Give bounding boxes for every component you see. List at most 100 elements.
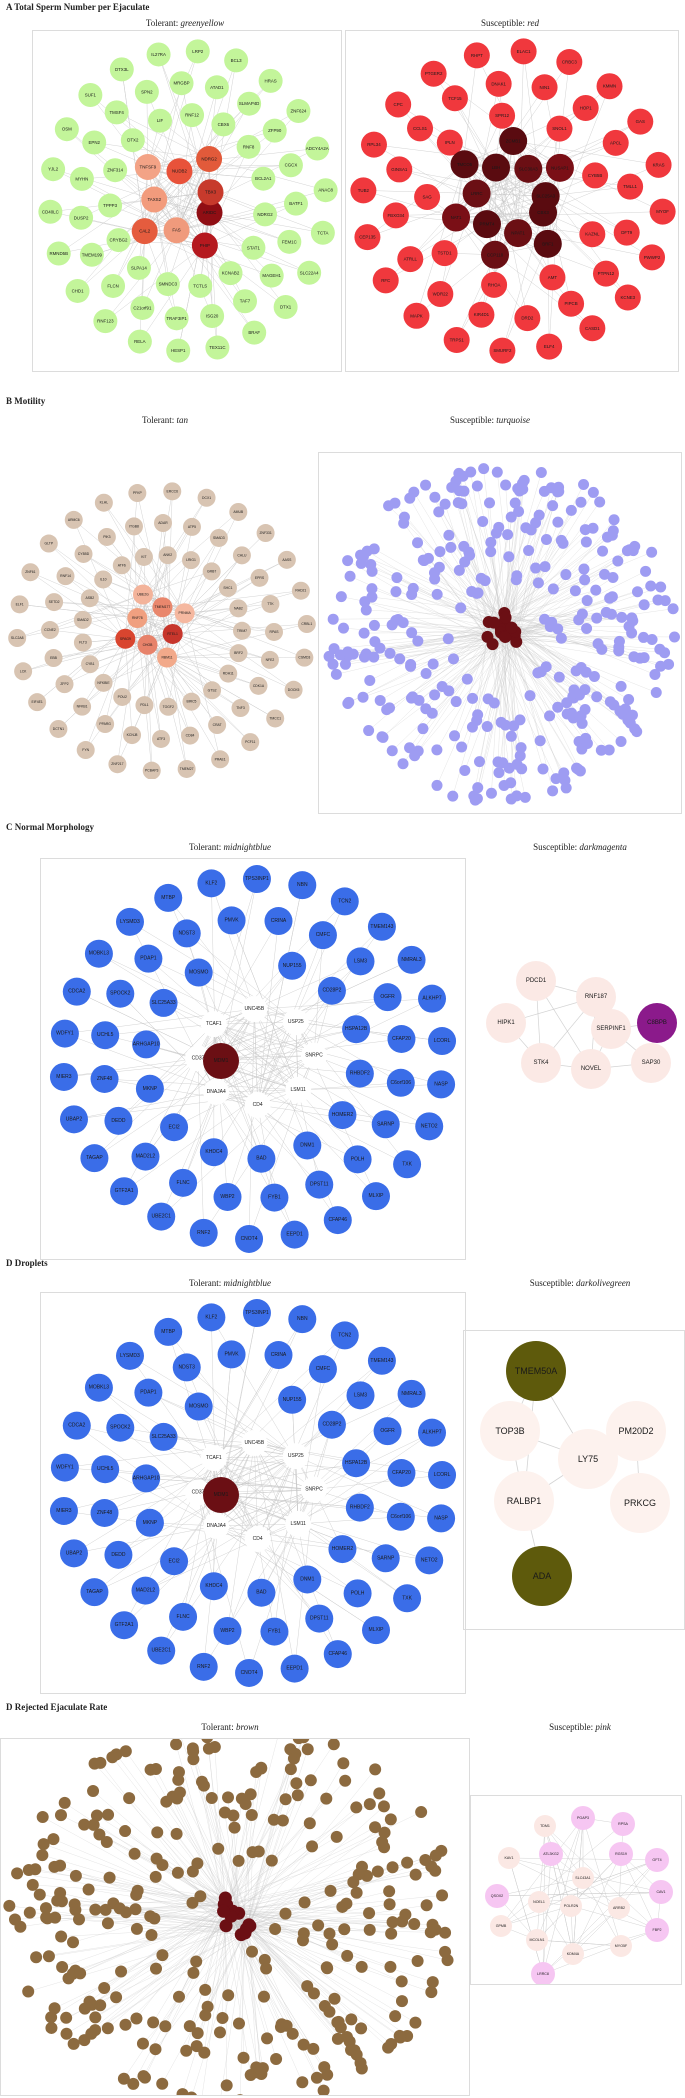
gene-node-circle [156, 2077, 169, 2090]
gene-node-circle [472, 782, 484, 794]
gene-node-circle [456, 741, 468, 753]
gene-node: TAF7 [232, 289, 257, 314]
gene-node: PRAE1 [211, 750, 230, 769]
gene-node [201, 1739, 213, 1744]
gene-node [382, 2041, 395, 2054]
gene-node-label: UBAP2 [66, 1550, 83, 1556]
network-edge [514, 571, 646, 637]
network-edge [257, 1455, 297, 1540]
gene-node-circle [362, 1616, 391, 1645]
gene-node [498, 780, 510, 792]
gene-node: TCF15 [441, 85, 468, 112]
gene-node: ZFP90 [262, 118, 287, 143]
gene-node-circle [397, 246, 424, 273]
gene-node: TMEM143 [367, 912, 396, 941]
gene-node [326, 1938, 339, 1951]
network-edge [120, 1916, 232, 1972]
gene-node: KAV1 [498, 1847, 520, 1869]
gene-node: BAD [247, 1144, 276, 1173]
network-edge [371, 596, 505, 614]
gene-node-label: KIT [141, 555, 146, 559]
gene-node [279, 1793, 292, 1806]
network-edge [254, 1008, 402, 1040]
gene-node-label: ZNF217 [111, 762, 123, 766]
gene-node [246, 1945, 259, 1958]
gene-node-label: NDRG2 [201, 157, 217, 162]
gene-node: AMUB [229, 502, 248, 521]
gene-node-label: SETD2 [49, 600, 60, 604]
gene-node: ANK2 [158, 546, 177, 565]
gene-node-label: ATL3KG2 [543, 1852, 559, 1856]
gene-node: LSM3 [346, 1381, 375, 1410]
gene-node-circle [131, 1142, 160, 1171]
network-edge [513, 140, 659, 166]
gene-node [88, 1757, 101, 1770]
gene-node [312, 1919, 325, 1932]
gene-node [363, 1907, 376, 1920]
network-edge [505, 629, 637, 732]
gene-node [439, 1945, 452, 1958]
gene-node: IPLN [436, 129, 463, 156]
gene-node [627, 545, 639, 557]
gene-node-label: CD4 [253, 1102, 263, 1108]
gene-node [390, 586, 402, 598]
gene-node-circle [420, 479, 432, 491]
network-edge [137, 492, 163, 608]
gene-node [8, 1913, 21, 1926]
network-edge [476, 167, 561, 194]
gene-node-circle [232, 2017, 245, 2030]
network-edge [492, 644, 580, 742]
gene-node-circle [94, 1999, 107, 2012]
gene-node-circle [203, 681, 222, 700]
gene-node-circle [241, 996, 268, 1023]
gene-node: UCHL5 [91, 1021, 120, 1050]
network-edge [246, 1842, 383, 1930]
network-edge [220, 1494, 320, 1619]
network-edge [213, 1021, 296, 1025]
network-edge [298, 1082, 401, 1091]
gene-node [208, 1741, 221, 1754]
gene-node-circle [377, 1800, 390, 1813]
gene-node-label: ATF3 [157, 737, 165, 741]
gene-node [446, 481, 458, 493]
gene-node [119, 2018, 132, 2031]
gene-node-circle [185, 2091, 197, 2095]
gene-node-label: MAD2L2 [136, 1154, 156, 1160]
gene-node-circle [545, 153, 574, 182]
gene-node-circle [409, 2016, 422, 2029]
gene-node-circle [44, 649, 63, 668]
gene-node: POLR2N [560, 1895, 582, 1917]
network-edge [528, 142, 616, 170]
gene-node-circle [607, 525, 619, 537]
gene-node: ZNF331 [256, 524, 275, 543]
gene-node: DPST11 [305, 1170, 334, 1199]
gene-node [407, 582, 419, 594]
gene-node-circle [387, 1024, 416, 1053]
gene-node-circle [191, 2027, 204, 2040]
gene-node [547, 583, 559, 595]
gene-node: SPN2 [134, 79, 159, 104]
gene-node-circle [200, 1011, 227, 1038]
gene-node: SLC22A4 [297, 260, 322, 285]
gene-node-circle [308, 1355, 337, 1384]
gene-node-label: YJL2 [48, 167, 59, 172]
gene-node-circle [540, 661, 552, 673]
gene-node [537, 763, 549, 775]
network-edge [150, 1904, 225, 1917]
gene-node [222, 1989, 235, 2002]
gene-node: KDM4A [562, 1943, 584, 1965]
network-edge [216, 1055, 315, 1093]
gene-node [500, 479, 512, 491]
gene-node: PCBAP3 [142, 761, 161, 779]
gene-node: CALU [232, 546, 251, 565]
gene-node: PFKP [128, 484, 147, 503]
gene-node: RNF8 [236, 134, 261, 159]
gene-node-circle [468, 301, 495, 328]
network-edge [54, 601, 163, 608]
gene-node: RFC [372, 267, 399, 294]
gene-node-circle [69, 1903, 82, 1916]
gene-node-circle [236, 134, 261, 159]
gene-node-circle [157, 647, 178, 668]
gene-node-circle [290, 1777, 303, 1790]
